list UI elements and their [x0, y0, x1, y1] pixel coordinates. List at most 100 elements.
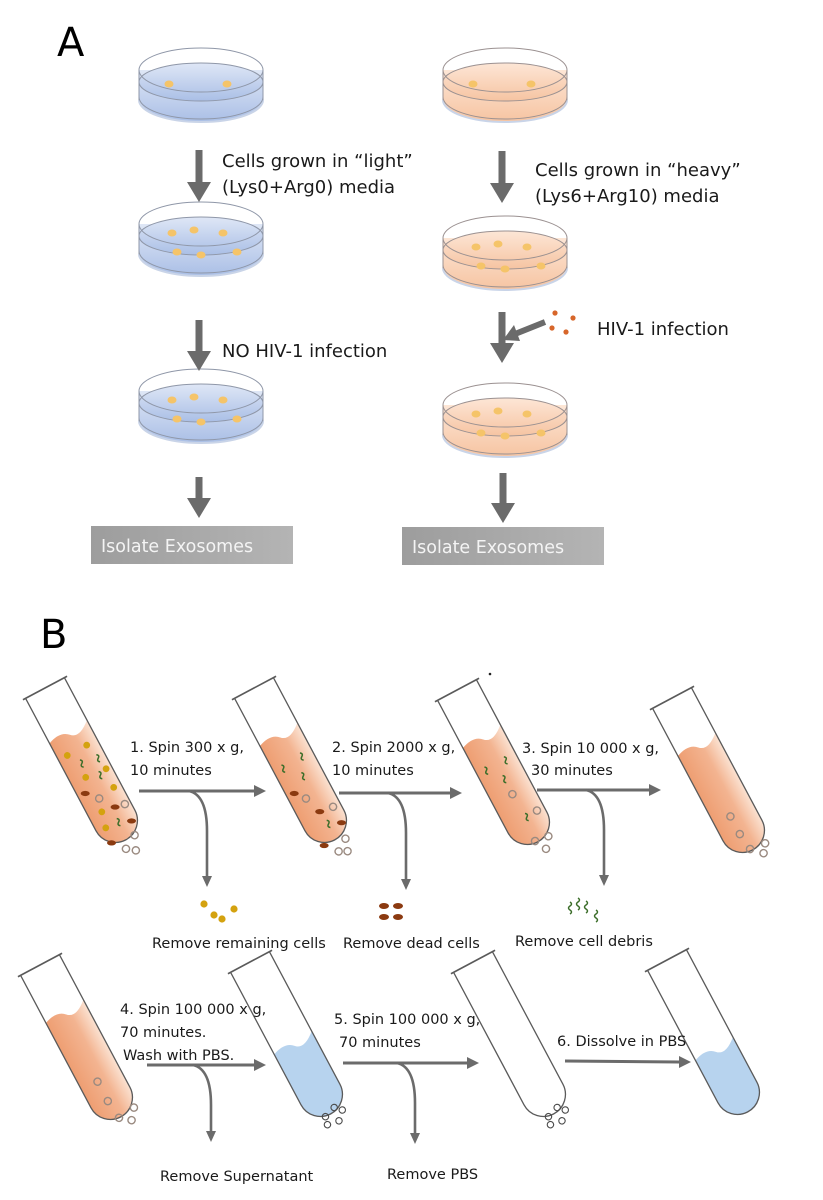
cell: [218, 229, 228, 237]
cell: [189, 393, 199, 401]
exosome: [301, 794, 311, 803]
exosome: [129, 1103, 139, 1112]
step-2-label-line2: 10 minutes: [332, 763, 414, 779]
cell-debris: [98, 770, 103, 780]
cell-debris: [524, 812, 529, 822]
down-arrow: [187, 477, 211, 518]
virus-particle: [549, 325, 555, 331]
live-cell: [110, 783, 118, 791]
tube-5: [17, 952, 139, 1125]
exosome: [103, 1096, 113, 1106]
tube-lip: [231, 675, 277, 701]
exosome: [544, 1112, 553, 1121]
removed-dead-cell: [393, 914, 403, 920]
exosome: [735, 829, 745, 839]
exosome: [330, 1103, 338, 1112]
cell-debris: [96, 753, 101, 763]
exosome: [341, 834, 350, 844]
dish-bottom-rim: [442, 267, 568, 291]
cell: [196, 251, 206, 259]
tube-2: [231, 675, 352, 856]
dish-media-surface: [138, 62, 264, 102]
panel-a-letter: A: [57, 20, 85, 66]
dish-bottom-rim: [138, 253, 264, 277]
tube-lip: [450, 949, 496, 975]
process-arrow-head: [254, 785, 266, 797]
dead-cell: [107, 840, 117, 846]
live-cell: [82, 773, 90, 781]
isolate-box-bg: [91, 526, 293, 564]
tube-liquid: [45, 999, 133, 1120]
tube-outline: [230, 951, 344, 1118]
removed-live-cell: [218, 915, 226, 923]
discard-arrow-shaft: [188, 789, 209, 877]
panel-b: B 1. Spin 300 x g, 10 minutes 2. Spin 20…: [17, 612, 770, 1185]
removed-debris: [567, 901, 573, 915]
dish-media-surface: [138, 383, 264, 423]
removed-debris: [575, 897, 581, 911]
tube-3: [434, 677, 553, 854]
step-3-label-line1: 3. Spin 10 000 x g,: [522, 741, 659, 757]
process-arrow-head: [679, 1056, 691, 1068]
tube-liquid: [49, 720, 138, 843]
live-cell: [102, 765, 110, 773]
exosome: [94, 794, 104, 803]
exosome: [759, 848, 768, 858]
heavy-media-label-line2: (Lys6+Arg10) media: [535, 186, 720, 207]
cell: [222, 80, 232, 88]
dish-media-surface: [138, 216, 264, 256]
isolate-exosomes-box-heavy: Isolate Exosomes: [402, 527, 604, 565]
tube-7: [450, 949, 570, 1129]
tube-liquid: [677, 732, 765, 853]
exosome: [93, 1077, 102, 1086]
discard-arrow-shaft: [396, 1061, 417, 1134]
cell-debris: [503, 756, 508, 765]
exosome: [130, 830, 139, 840]
exosome: [127, 1115, 136, 1125]
dish-bottom-edge: [138, 417, 264, 441]
dish-media-surface: [442, 230, 568, 270]
exosome: [323, 1120, 332, 1129]
cell: [493, 407, 503, 415]
light-media-label-line2: (Lys0+Arg0) media: [222, 177, 395, 198]
cell-debris: [326, 819, 331, 829]
step-3-arrow: [537, 784, 661, 886]
cell: [500, 265, 510, 273]
dish-rim: [442, 382, 568, 428]
exosome: [131, 846, 141, 855]
removed-label-5: Remove PBS: [387, 1167, 478, 1183]
dead-cell: [315, 809, 325, 815]
cell-debris: [502, 774, 507, 784]
exosome: [530, 836, 540, 846]
step-3-label-line2: 30 minutes: [531, 763, 613, 779]
removed-debris: [583, 900, 589, 914]
discard-arrow-shaft: [192, 1063, 213, 1132]
light-dish-2: [138, 201, 264, 277]
isolate-exosomes-box-light: Isolate Exosomes: [91, 526, 293, 564]
isolate-box-bg: [402, 527, 604, 565]
dish-bottom-edge: [442, 96, 568, 120]
exosome: [338, 1106, 347, 1114]
tube-lip: [649, 685, 695, 711]
panel-b-letter: B: [40, 612, 67, 658]
dish-bottom-edge: [442, 431, 568, 455]
dead-cell: [289, 790, 299, 797]
removed-label-1: Remove remaining cells: [152, 936, 326, 952]
discard-arrow-head: [599, 875, 609, 886]
dish-rim: [138, 47, 264, 93]
live-cell: [98, 808, 106, 816]
discard-arrow-head: [202, 876, 212, 887]
tube-outline: [652, 687, 766, 854]
isolate-box-label: Isolate Exosomes: [412, 538, 564, 558]
exosome: [546, 1120, 555, 1129]
exosome: [544, 831, 553, 841]
process-arrow-head: [450, 787, 462, 799]
panel-a: A Cells grown in “light” (Lys0+Arg0) med…: [57, 20, 741, 565]
cell-debris: [299, 752, 304, 761]
step-4-label-line2: 70 minutes.: [120, 1025, 206, 1041]
light-dish-1: [138, 47, 264, 123]
tube-6: [227, 949, 347, 1129]
infection-arrow-head: [503, 325, 520, 341]
step-4-label-line1: 4. Spin 100 000 x g,: [120, 1002, 266, 1018]
